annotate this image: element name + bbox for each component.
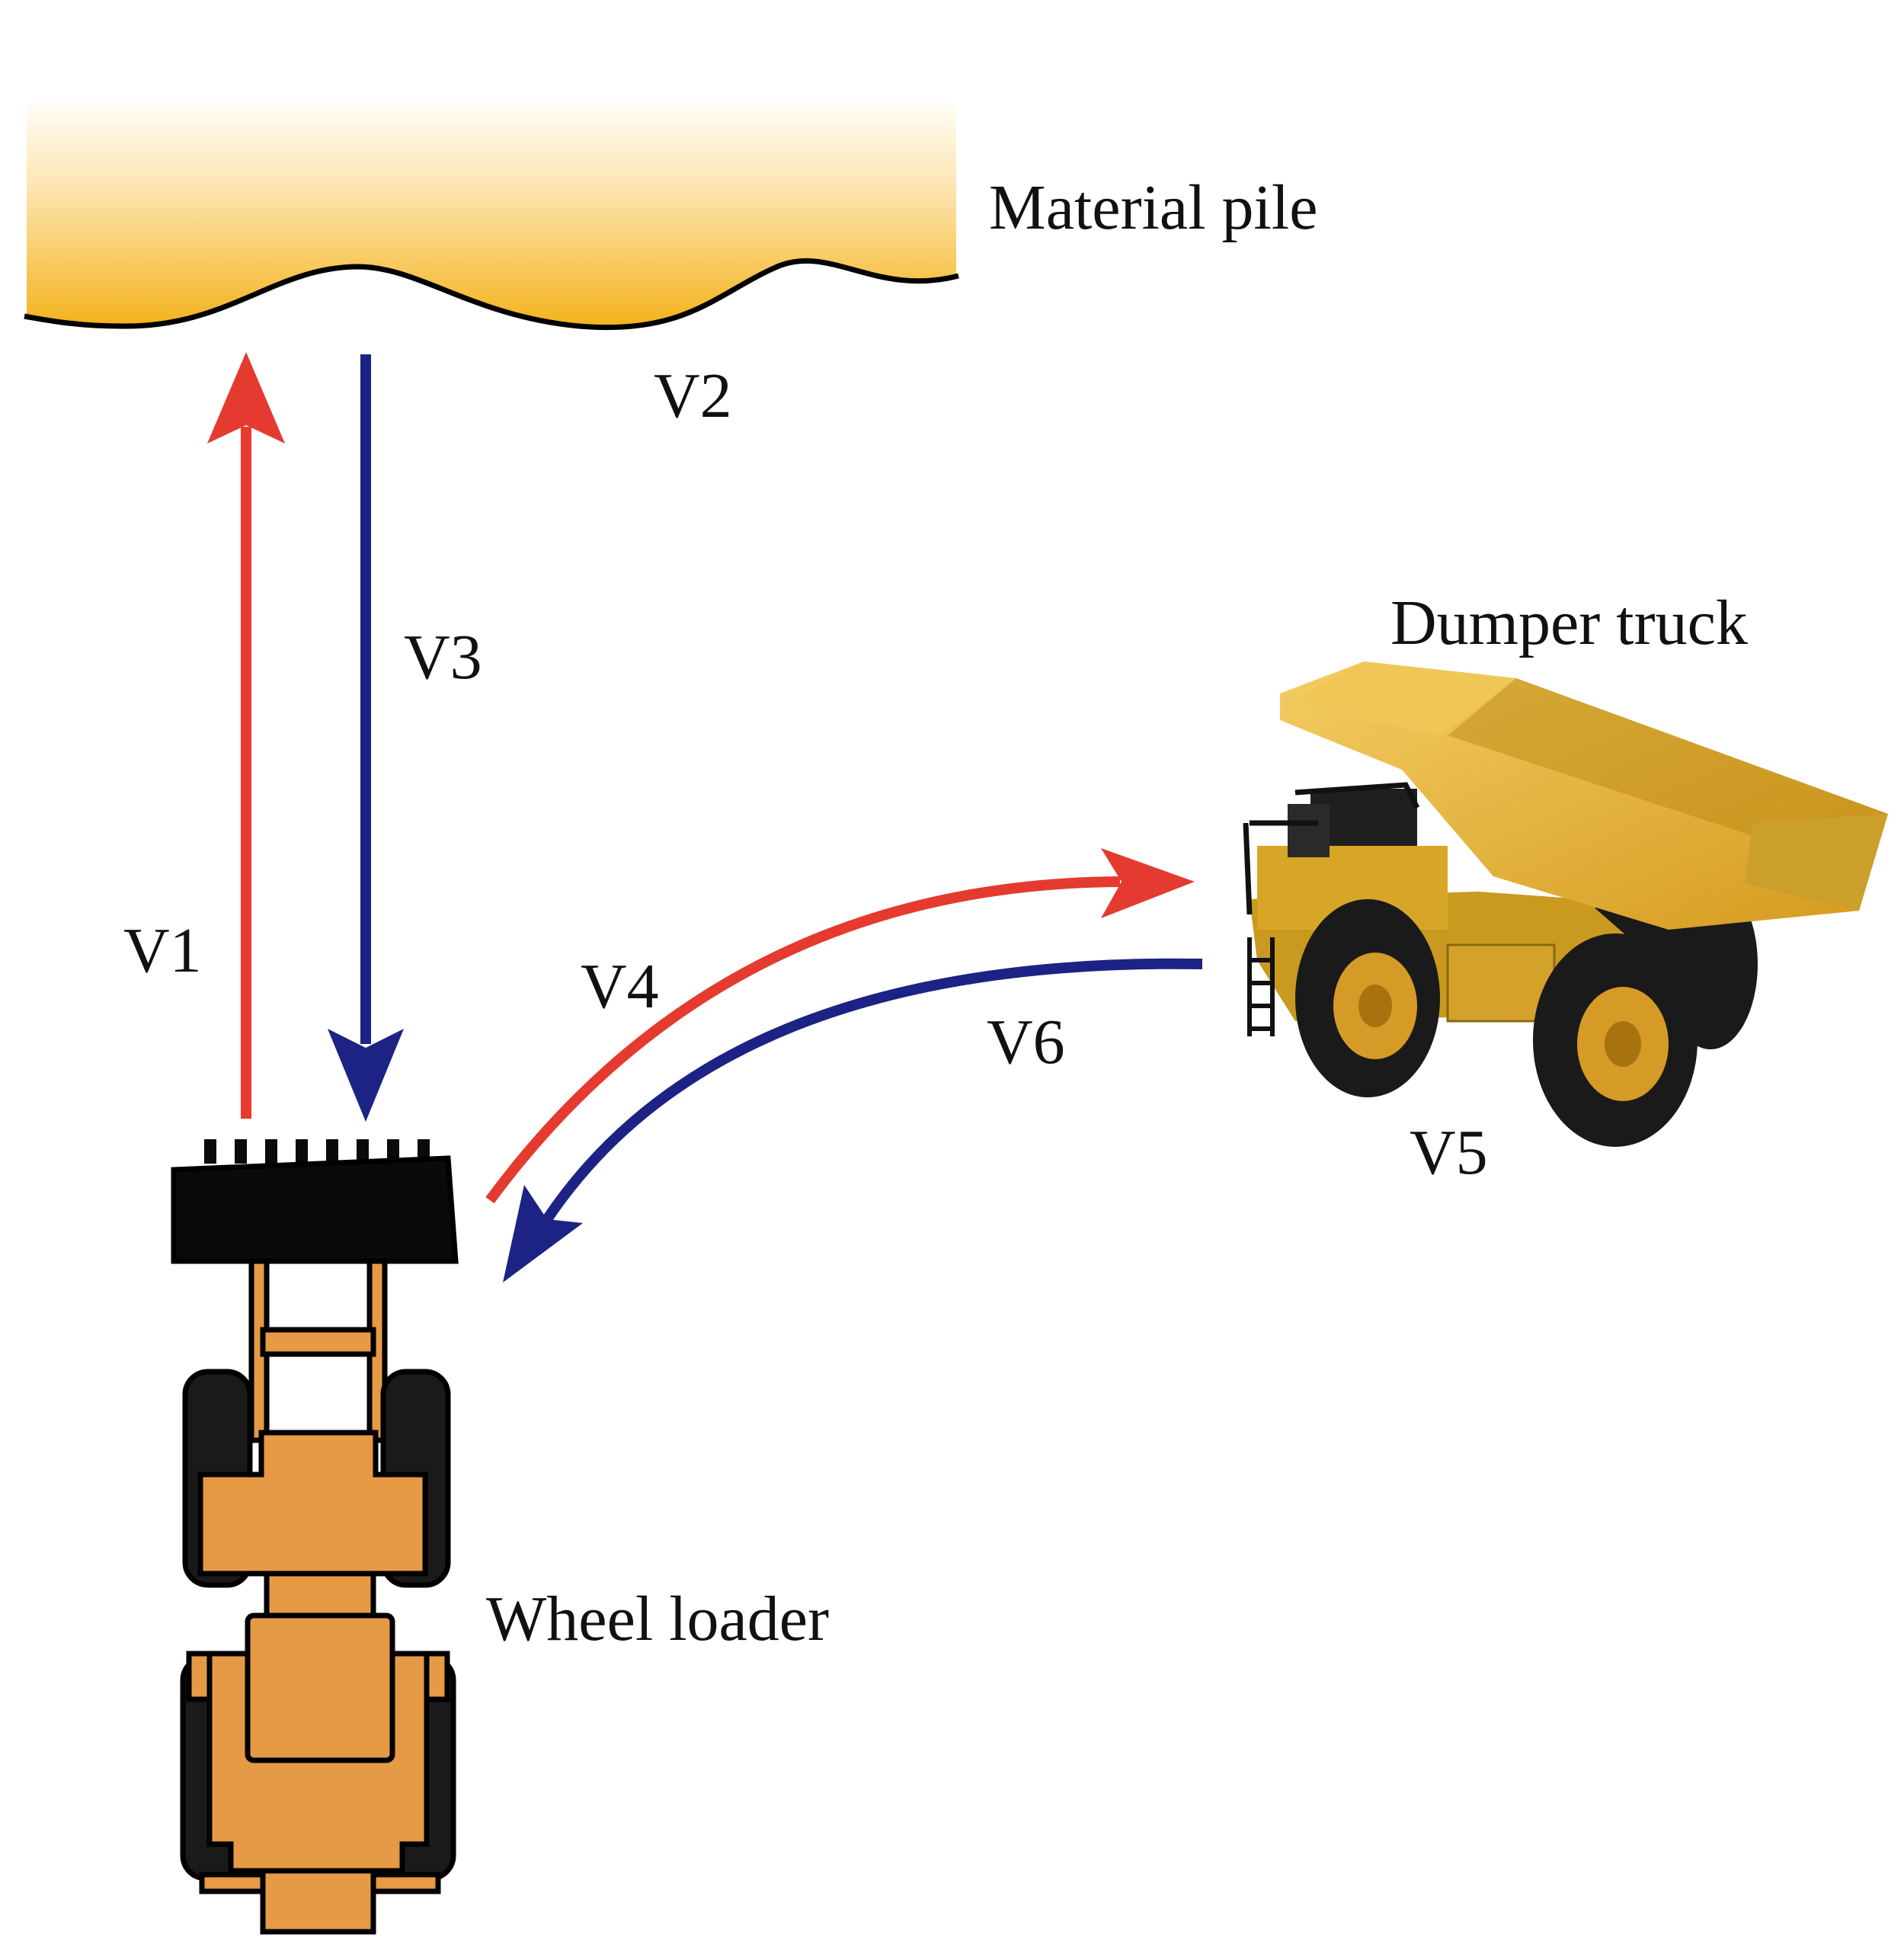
- truck-rear-wheel: [1533, 933, 1698, 1147]
- v4-arrow: [485, 848, 1195, 1204]
- material-pile: [24, 103, 959, 331]
- dumper-truck-label: Dumper truck: [1390, 588, 1748, 658]
- v3-label: V3: [404, 622, 482, 693]
- v5-label: V5: [1410, 1117, 1488, 1188]
- truck-front-wheel: [1295, 899, 1440, 1097]
- v1-arrow: [207, 352, 285, 1119]
- v1-label: V1: [123, 915, 202, 986]
- v6-arrow: [503, 958, 1203, 1283]
- wheel-loader: [171, 1139, 459, 1935]
- material-pile-label: Material pile: [989, 172, 1317, 243]
- wheel-loader-label: Wheel loader: [486, 1584, 829, 1654]
- dumper-truck: [1243, 661, 1888, 1147]
- v6-label: V6: [987, 1007, 1065, 1078]
- v3-arrow: [328, 354, 404, 1122]
- loader-bucket: [171, 1155, 459, 1264]
- v2-label: V2: [654, 360, 732, 431]
- bucket-teeth: [204, 1139, 430, 1164]
- v4-label: V4: [581, 951, 659, 1022]
